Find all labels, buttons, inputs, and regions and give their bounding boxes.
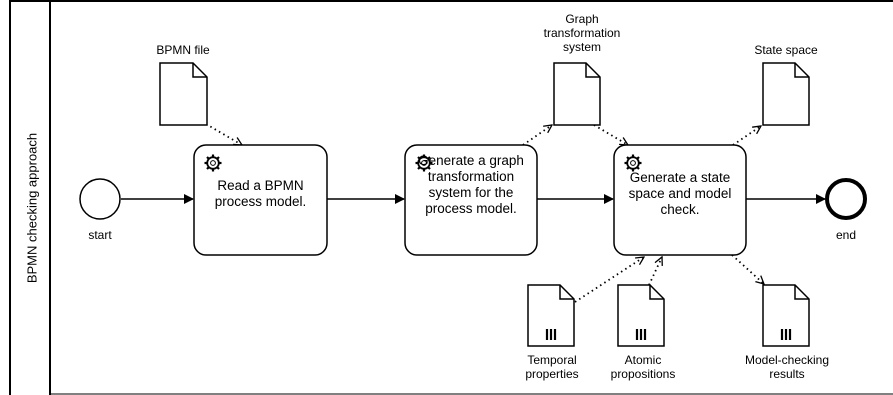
assoc-atomic-to-statespace (648, 257, 662, 286)
assoc-generate-gts-to-gts-object (522, 125, 552, 146)
assoc-bpmn-file-to-read (205, 123, 242, 146)
data-object-temporal-properties-label: Temporal properties (525, 353, 579, 381)
pool-title: BPMN checking approach (24, 132, 40, 284)
data-object-temporal-properties[interactable] (527, 284, 575, 347)
assoc-temporal-to-statespace (574, 257, 644, 303)
data-object-atomic-propositions[interactable] (617, 284, 665, 347)
start-event-label: start (88, 228, 112, 242)
data-object-bpmn-file-label: BPMN file (156, 43, 210, 57)
data-object-atomic-propositions-label: Atomic propositions (610, 353, 676, 381)
data-object-gts-label: Graph transformation system (543, 12, 621, 54)
task-generate-state-space[interactable] (613, 144, 747, 256)
data-object-state-space-label: State space (754, 43, 818, 57)
pool (9, 0, 893, 395)
gear-icon (623, 153, 643, 173)
task-generate-gts-label: Generate a graph transformation system f… (418, 153, 524, 216)
data-object-model-checking-results[interactable] (762, 284, 810, 347)
task-read-bpmn-label: Read a BPMN process model. (214, 178, 307, 209)
collection-marker-icon (545, 329, 557, 340)
start-event[interactable] (79, 178, 121, 220)
task-read-bpmn[interactable] (193, 144, 328, 256)
data-object-bpmn-file[interactable] (159, 62, 208, 126)
collection-marker-icon (780, 329, 792, 340)
data-associations (205, 123, 764, 303)
end-event-label: end (835, 228, 857, 242)
end-event[interactable] (825, 178, 867, 220)
task-generate-state-space-label: Generate a state space and model check. (628, 170, 732, 217)
collection-marker-icon (635, 329, 647, 340)
gear-icon (203, 153, 223, 173)
assoc-statespace-to-state-space-object (732, 126, 761, 146)
assoc-gts-object-to-statespace (593, 124, 628, 146)
data-object-gts[interactable] (553, 62, 601, 126)
data-object-state-space[interactable] (762, 62, 810, 126)
data-object-model-checking-results-label: Model-checking results (744, 353, 830, 381)
assoc-statespace-to-results (731, 254, 764, 284)
task-generate-gts[interactable] (404, 144, 538, 256)
